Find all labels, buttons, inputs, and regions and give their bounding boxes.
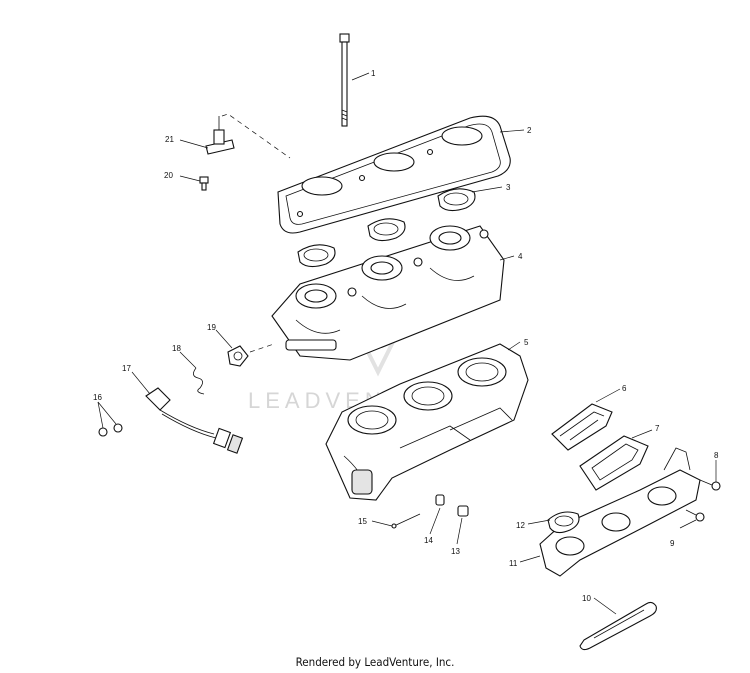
callout-16: 16 xyxy=(93,393,102,402)
callout-4: 4 xyxy=(518,252,523,261)
part-12-gasket[interactable] xyxy=(547,511,580,534)
part-18-spring[interactable] xyxy=(193,367,205,395)
part-20-screw[interactable] xyxy=(199,176,209,191)
callout-15: 15 xyxy=(358,517,367,526)
assembly-lines xyxy=(221,113,291,353)
callout-3: 3 xyxy=(506,183,511,192)
part-16-screws[interactable] xyxy=(98,423,123,437)
callout-12: 12 xyxy=(516,521,525,530)
callout-9: 9 xyxy=(670,539,675,548)
part-8-screw[interactable] xyxy=(699,479,721,491)
callout-7: 7 xyxy=(655,424,660,433)
part-10-strap[interactable] xyxy=(579,601,657,651)
callout-2: 2 xyxy=(527,126,532,135)
part-13-bushing[interactable] xyxy=(457,505,469,517)
part-3-gaskets[interactable] xyxy=(297,188,476,268)
callout-5: 5 xyxy=(524,338,529,347)
part-11-manifold[interactable] xyxy=(539,447,701,577)
part-5-cylinder-block[interactable] xyxy=(325,343,529,501)
callout-8: 8 xyxy=(714,451,719,460)
footer-credit: Rendered by LeadVenture, Inc. xyxy=(295,655,455,669)
part-7-reed-stop[interactable] xyxy=(579,435,649,491)
callout-17: 17 xyxy=(122,364,131,373)
callout-19: 19 xyxy=(207,323,216,332)
callout-11: 11 xyxy=(509,559,518,568)
part-21-bracket[interactable] xyxy=(205,116,235,155)
part-1-bolt[interactable] xyxy=(339,33,350,127)
part-19-fitting[interactable] xyxy=(227,345,249,367)
part-9-screw[interactable] xyxy=(685,509,705,522)
callout-21: 21 xyxy=(165,135,174,144)
part-15-rod[interactable] xyxy=(391,513,421,529)
callout-labels: 1 2 3 4 5 6 7 8 9 10 11 12 13 14 15 16 1… xyxy=(93,69,719,603)
part-14-pin[interactable] xyxy=(435,494,445,506)
leader-lines xyxy=(97,72,717,615)
callout-10: 10 xyxy=(582,594,591,603)
part-2-cover[interactable] xyxy=(277,115,511,234)
callout-18: 18 xyxy=(172,344,181,353)
callout-13: 13 xyxy=(451,547,460,556)
part-6-reed-valve[interactable] xyxy=(551,403,613,451)
callout-6: 6 xyxy=(622,384,627,393)
callout-1: 1 xyxy=(371,69,376,78)
callout-20: 20 xyxy=(164,171,173,180)
part-4-throttle-bodies[interactable] xyxy=(271,225,505,361)
callout-14: 14 xyxy=(424,536,433,545)
part-17-sensor-harness[interactable] xyxy=(145,387,244,454)
